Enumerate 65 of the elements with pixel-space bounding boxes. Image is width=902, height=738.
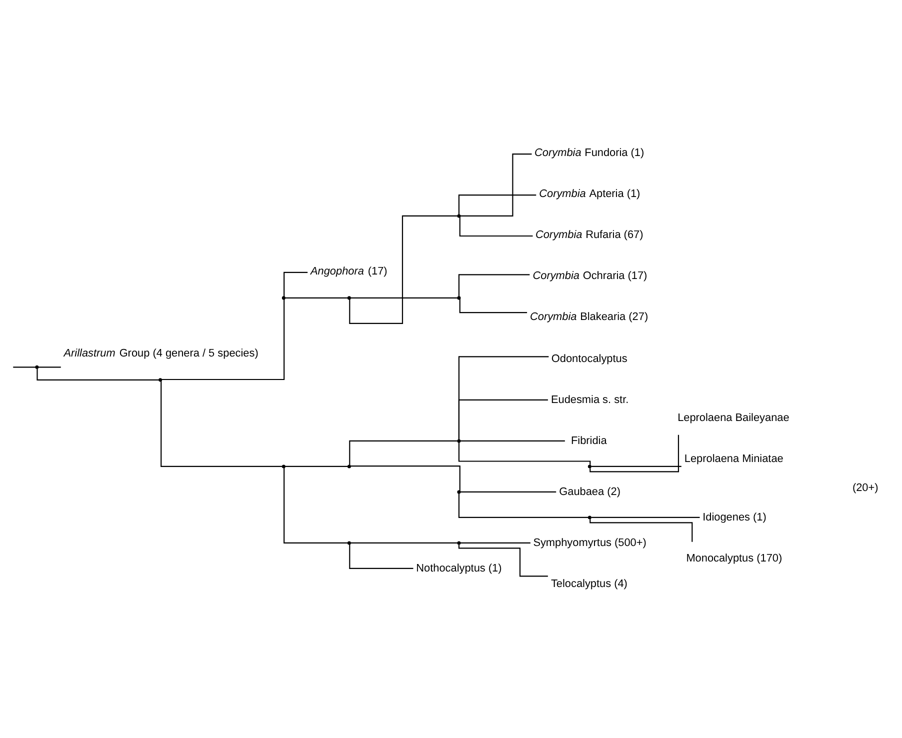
connector	[460, 440, 565, 442]
connector	[458, 544, 548, 577]
connector	[162, 299, 285, 380]
connector	[591, 466, 682, 467]
node-point	[347, 541, 351, 545]
node-text: Corymbia Fundoria (1)	[534, 146, 644, 159]
node-point	[282, 464, 286, 468]
connector	[459, 217, 533, 237]
node-text: Corymbia Apteria (1)	[539, 188, 640, 200]
connector	[458, 399, 548, 440]
node-text: Angophora (17)	[310, 265, 388, 278]
node-text: Leprolaena Miniatae	[684, 453, 784, 465]
node-point	[457, 214, 461, 218]
connector	[349, 440, 458, 466]
connector	[285, 297, 348, 298]
node-text: Eudesmia s. str.	[550, 394, 629, 406]
connector	[458, 274, 530, 296]
node-text: Fibridia	[570, 434, 607, 447]
connector	[350, 297, 458, 298]
node-text: Corymbia Blakearia (27)	[530, 310, 648, 323]
connector	[458, 356, 549, 440]
node-text: Symphyomyrtus (500+)	[533, 536, 646, 549]
node-text: Corymbia Rufaria (67)	[535, 228, 644, 241]
node-text: Leprolaena Baileyanae	[678, 412, 790, 424]
node-text: Nothocalyptus (1)	[416, 562, 502, 574]
connector	[160, 381, 282, 467]
connector	[460, 154, 532, 217]
connector	[590, 519, 693, 542]
node-point	[35, 365, 39, 369]
connector	[284, 468, 348, 544]
node-point	[588, 464, 592, 468]
node-point	[457, 296, 461, 300]
connector	[591, 516, 700, 518]
connector	[458, 194, 536, 215]
connector	[285, 466, 348, 467]
node-point	[457, 490, 461, 494]
connector	[13, 366, 36, 368]
node-text: Corymbia Ochraria (17)	[532, 270, 648, 282]
node-point	[457, 439, 461, 443]
connector	[284, 272, 308, 297]
connector	[350, 465, 460, 491]
connector	[350, 542, 458, 544]
node-text: Arillastrum Group (4 genera / 5 species)	[64, 347, 258, 360]
node-point	[347, 296, 351, 300]
node-point	[282, 296, 286, 300]
connector	[460, 491, 556, 493]
node-text: Odontocalyptus	[551, 352, 628, 365]
connector	[36, 368, 159, 380]
node-point	[457, 541, 461, 545]
connector	[590, 434, 680, 472]
connector	[38, 366, 61, 368]
label: (20+)	[852, 482, 878, 494]
connector	[349, 215, 458, 324]
connector	[459, 298, 528, 314]
connector	[458, 493, 588, 518]
node-text: Monocalyptus (170)	[686, 552, 782, 564]
connector	[349, 544, 414, 570]
node-text: Telocalyptus (4)	[550, 578, 628, 590]
node-point	[158, 378, 162, 382]
node-text: Gaubaea (2)	[559, 486, 620, 498]
connector	[458, 442, 591, 465]
node-point	[347, 464, 351, 468]
node-point	[588, 516, 592, 520]
node-text: Idiogenes (1)	[702, 511, 766, 524]
connector	[460, 542, 530, 544]
